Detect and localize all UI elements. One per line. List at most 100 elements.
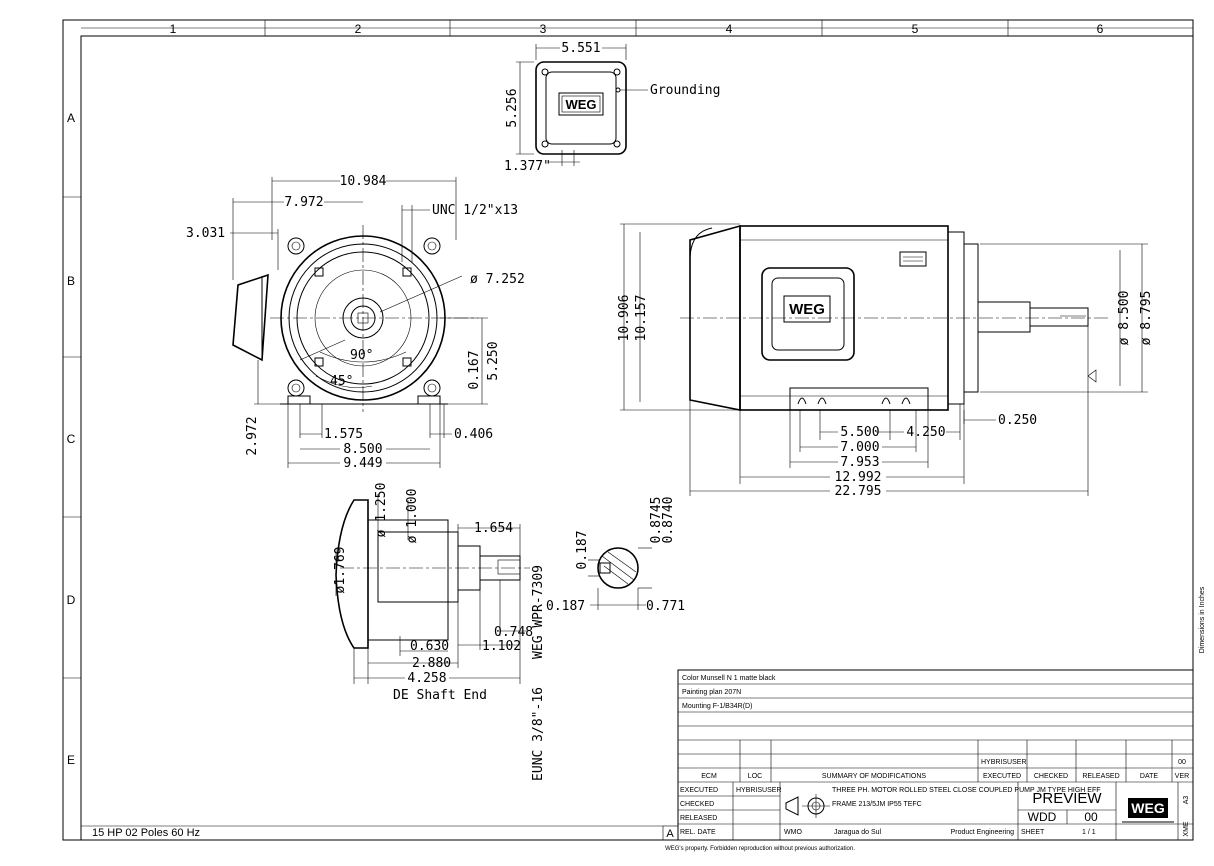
sheet-value: 1 / 1 (1082, 829, 1096, 836)
dim-0167: 0.167 (467, 350, 482, 389)
frame: 1 2 3 4 5 6 A B C D E (62, 19, 1194, 841)
dia-8500-flange: ø 8.500 (1117, 291, 1132, 346)
product-description: THREE PH. MOTOR ROLLED STEEL CLOSE COUPL… (832, 787, 1101, 794)
dim-10984: 10.984 (340, 174, 387, 189)
header-released: RELEASED (1082, 773, 1119, 780)
dim-7953: 7.953 (840, 455, 879, 470)
department: Product Engineering (951, 829, 1015, 836)
angle-45: 45° (330, 374, 353, 389)
footer-notice: WEG's property. Forbidden reproduction w… (665, 846, 855, 852)
dim-0250: 0.250 (998, 413, 1037, 428)
dia-1769: ø1.769 (333, 547, 348, 594)
column-label: 6 (1097, 22, 1104, 36)
dia-1250: ø 1.250 (374, 483, 389, 538)
city: Jaragua do Sul (834, 829, 882, 836)
dim-0187-horizontal: 0.187 (546, 599, 585, 614)
svg-text:WEG: WEG (1131, 800, 1165, 816)
key-section-view: 0.187 0.8745 0.8740 0.187 0.771 (546, 497, 685, 614)
label-checked: CHECKED (680, 801, 714, 808)
shaft-caption: DE Shaft End (393, 688, 487, 703)
dim-4258: 4.258 (407, 671, 446, 686)
angle-90: 90° (350, 348, 373, 363)
dim-1377: 1.377" (504, 159, 551, 174)
xme-code: XME (1183, 821, 1190, 837)
rev-user: HYBRISUSER (981, 759, 1027, 766)
dim-9449: 9.449 (343, 456, 382, 471)
dia-1000: ø 1.000 (405, 489, 420, 544)
thread-wpr: WEG WPR-7309 (531, 565, 546, 659)
dim-1654: 1.654 (474, 521, 513, 536)
dim-5256: 5.256 (505, 88, 520, 127)
note-color: Color Munsell N 1 matte black (682, 675, 776, 682)
dia-7252: ø 7.252 (470, 272, 525, 287)
note-painting: Painting plan 207N (682, 689, 741, 696)
dim-10906: 10.906 (617, 295, 632, 342)
label-sheet: SHEET (1021, 829, 1045, 836)
dim-0187-vertical: 0.187 (575, 530, 590, 569)
header-checked: CHECKED (1034, 773, 1068, 780)
dim-3031: 3.031 (186, 226, 225, 241)
shaft-end-view: ø 1.250 ø 1.000 1.654 ø1.769 WEG WPR-730… (333, 483, 546, 781)
dim-4250: 4.250 (906, 425, 945, 440)
label-executed: EXECUTED (680, 787, 718, 794)
side-view: WEG 10.906 10.157 ø 8.500 ø 8.795 (617, 223, 1154, 499)
header-summary: SUMMARY OF MODIFICATIONS (822, 773, 927, 780)
column-label: 2 (355, 22, 362, 36)
dim-22795: 22.795 (835, 484, 882, 499)
dim-2880: 2.880 (412, 656, 451, 671)
dim-1102: 1.102 (482, 639, 521, 654)
dia-8795-flange: ø 8.795 (1139, 291, 1154, 346)
motor-spec: 15 HP 02 Poles 60 Hz (92, 827, 200, 839)
dimensions-note: Dimensions in Inches (1199, 586, 1206, 653)
dim-7000: 7.000 (840, 440, 879, 455)
dim-12992: 12.992 (835, 470, 882, 485)
header-ver: VER (1175, 773, 1189, 780)
note-mounting: Mounting F-1/B34R(D) (682, 703, 752, 710)
row-label: E (67, 753, 75, 767)
front-view: 10.984 7.972 UNC 1/2"x13 3.031 ø 7.252 9… (186, 174, 525, 471)
projection-symbol (785, 794, 830, 818)
frame-description: FRAME 213/5JM IP55 TEFC (832, 801, 922, 808)
label-wmo: WMO (784, 829, 802, 836)
header-date: DATE (1140, 773, 1158, 780)
row-label: B (67, 274, 75, 288)
title-block: Color Munsell N 1 matte black Painting p… (662, 669, 1194, 841)
dim-08740: 0.8740 (661, 497, 676, 544)
doc-type: WDD (1028, 810, 1057, 824)
rev-number: 00 (1178, 759, 1186, 766)
dim-0771: 0.771 (646, 599, 685, 614)
terminal-box-top-view: WEG Grounding 5.551 5.256 1.377" (504, 41, 720, 174)
dim-5500: 5.500 (840, 425, 879, 440)
thread-eunc: EUNC 3/8"-16 (531, 687, 546, 781)
dim-2972: 2.972 (245, 416, 260, 455)
weg-logo-motor: WEG (789, 301, 825, 318)
weg-logo: WEG (1122, 798, 1174, 823)
column-label: 1 (170, 22, 177, 36)
column-label: 3 (540, 22, 547, 36)
column-label: 5 (912, 22, 919, 36)
revision-letter: A (666, 828, 674, 840)
header-ecm: ECM (701, 773, 717, 780)
preview-watermark: PREVIEW (1032, 790, 1102, 807)
grounding-label: Grounding (650, 83, 720, 98)
dim-5551: 5.551 (561, 41, 600, 56)
dim-1575: 1.575 (324, 427, 363, 442)
sheet-size: A3 (1183, 796, 1190, 805)
dim-0748: 0.748 (494, 625, 533, 640)
header-loc: LOC (748, 773, 762, 780)
dim-5250: 5.250 (486, 341, 501, 380)
dim-08745: 0.8745 (649, 497, 664, 544)
dim-0630: 0.630 (410, 639, 449, 654)
doc-version: 00 (1084, 810, 1098, 824)
executed-user: HYBRISUSER (736, 787, 782, 794)
dim-7972: 7.972 (284, 195, 323, 210)
weg-logo-small: WEG (565, 97, 596, 112)
row-label: A (67, 111, 75, 125)
header-executed: EXECUTED (983, 773, 1021, 780)
dim-0406: 0.406 (454, 427, 493, 442)
dim-8500: 8.500 (343, 442, 382, 457)
label-released: RELEASED (680, 815, 717, 822)
thread-unc-half: UNC 1/2"x13 (432, 203, 518, 218)
